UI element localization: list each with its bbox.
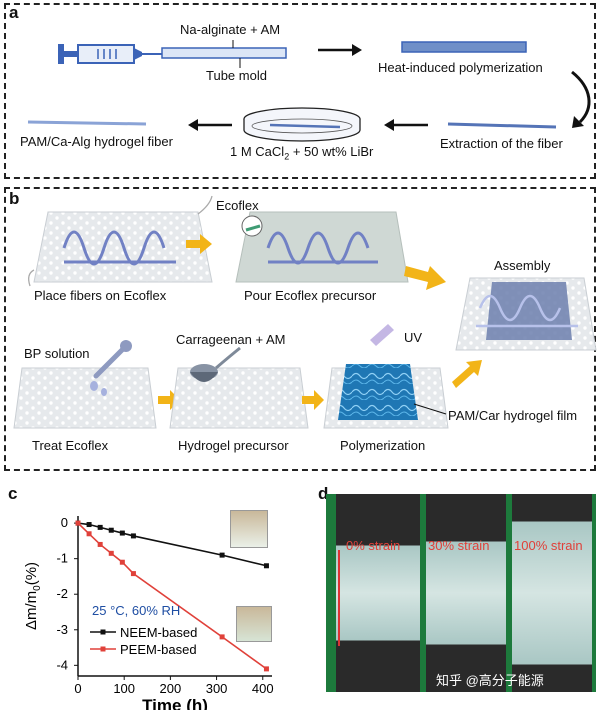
panel-a-illustration <box>27 40 591 142</box>
y-axis-label: Δm/m0(%) <box>23 562 43 630</box>
syringe-icon <box>58 44 162 64</box>
polymerization-label: Polymerization <box>340 438 426 453</box>
data-point <box>263 563 269 569</box>
strain-arrow <box>338 550 340 646</box>
data-point <box>119 559 125 565</box>
panel-b-frame <box>4 187 596 471</box>
panel-c-label: c <box>8 484 18 503</box>
heat-polymerization-label: Heat-induced polymerization <box>378 60 543 75</box>
place-fibers-label: Place fibers on Ecoflex <box>34 288 167 303</box>
dropper-icon <box>90 340 132 396</box>
petri-dish <box>243 107 361 142</box>
y-tick-label: -2 <box>56 586 68 601</box>
panel-b-illustration <box>13 195 597 429</box>
x-tick-label: 200 <box>160 681 182 696</box>
sample-0-strain <box>336 494 420 692</box>
y-tick-label: -3 <box>56 622 68 637</box>
data-point <box>219 552 225 558</box>
assembly-label: Assembly <box>494 258 551 273</box>
strain-photo: 0% strain 30% strain 100% strain 知乎 @高分子… <box>326 494 596 692</box>
y-tick-label: 0 <box>61 515 68 530</box>
label-30-strain: 30% strain <box>428 538 490 553</box>
hydrogel-film <box>338 364 418 420</box>
treat-ecoflex-label: Treat Ecoflex <box>32 438 109 453</box>
tube-mold <box>161 47 287 59</box>
pour-precursor-label: Pour Ecoflex precursor <box>244 288 377 303</box>
ecoflex-sheet-treat <box>13 367 157 429</box>
watermark: 知乎 @高分子能源 <box>436 673 544 688</box>
data-point <box>97 524 103 530</box>
uv-label: UV <box>404 330 423 345</box>
carrageenan-label: Carrageenan + AM <box>176 332 286 347</box>
bath-label: 1 M CaCl2 + 50 wt% LiBr <box>230 144 374 162</box>
inset-jar-neem <box>230 510 268 548</box>
hydrogel-precursor-label: Hydrogel precursor <box>178 438 289 453</box>
x-tick-label: 400 <box>252 681 274 696</box>
bp-solution-label: BP solution <box>24 346 90 361</box>
legend-marker <box>100 646 106 652</box>
sample-30-strain <box>426 494 506 692</box>
y-tick-label: -4 <box>56 657 68 672</box>
data-point <box>108 550 114 556</box>
label-100-strain: 100% strain <box>514 538 583 553</box>
data-point <box>86 522 92 528</box>
hydrogel-fiber-label: PAM/Ca-Alg hydrogel fiber <box>20 134 173 149</box>
data-point <box>119 530 125 536</box>
inset-jar-peem <box>236 606 272 642</box>
data-point <box>219 634 225 640</box>
ecoflex-sheet-precursor <box>169 367 309 429</box>
x-tick-label: 100 <box>113 681 135 696</box>
data-point <box>263 666 269 672</box>
panel-a-frame <box>4 3 596 179</box>
x-axis-label: Time (h) <box>142 696 208 710</box>
syringe-label: Na-alginate + AM <box>180 22 281 37</box>
ecoflex-label: Ecoflex <box>216 198 259 213</box>
panel-b-label: b <box>9 189 20 208</box>
beaker-icon <box>190 346 241 382</box>
panel-d-label: d <box>318 484 329 503</box>
data-point <box>97 541 103 547</box>
data-point <box>75 520 81 526</box>
uv-lamp <box>370 324 394 346</box>
panel-a-label: a <box>9 3 19 22</box>
ecoflex-sheet-2 <box>235 211 409 283</box>
legend-label: PEEM-based <box>120 642 197 657</box>
data-point <box>108 527 114 533</box>
label-0-strain: 0% strain <box>346 538 401 553</box>
legend-marker <box>100 629 106 635</box>
legend-label: NEEM-based <box>120 625 197 640</box>
hydrogel-film-label: PAM/Car hydrogel film <box>448 408 578 423</box>
x-tick-label: 0 <box>74 681 81 696</box>
data-point <box>130 533 136 539</box>
x-tick-label: 300 <box>206 681 228 696</box>
data-point <box>130 571 136 577</box>
tube-mold-label: Tube mold <box>206 68 267 83</box>
data-point <box>86 531 92 537</box>
condition-annotation: 25 °C, 60% RH <box>92 603 180 618</box>
y-tick-label: -1 <box>56 551 68 566</box>
sample-100-strain <box>512 494 592 692</box>
extraction-label: Extraction of the fiber <box>440 136 563 151</box>
